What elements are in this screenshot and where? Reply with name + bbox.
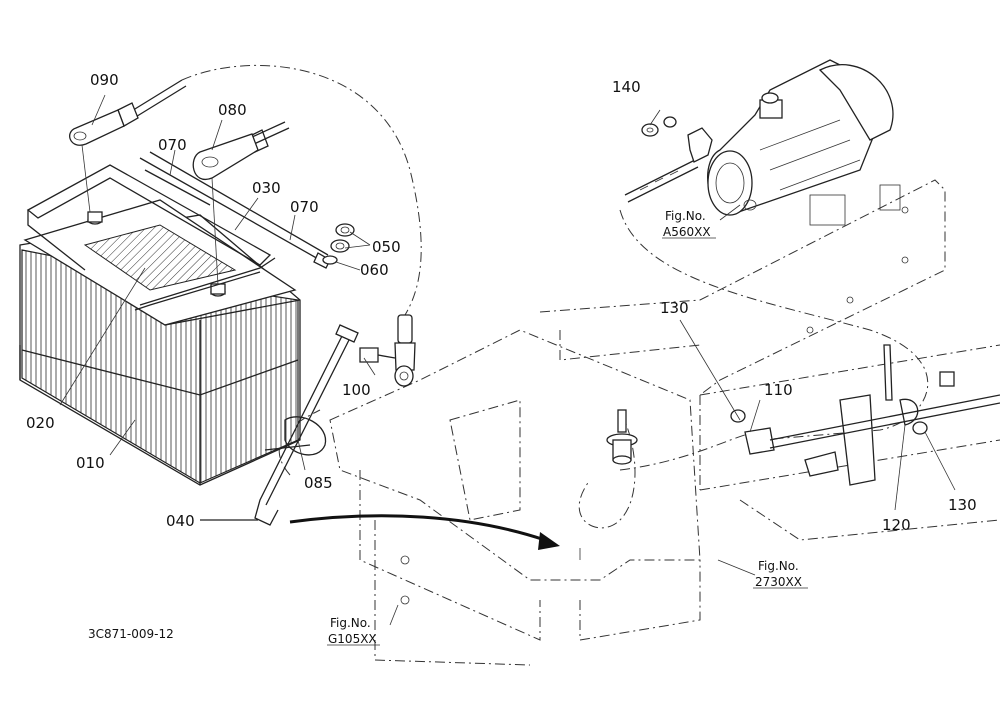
label-040: 040 bbox=[166, 512, 195, 530]
ground-terminal bbox=[359, 314, 416, 387]
label-085: 085 bbox=[304, 474, 333, 492]
frame-outline bbox=[329, 179, 1000, 666]
nuts-washers bbox=[322, 223, 355, 265]
harness-clamps bbox=[730, 344, 1000, 486]
leader-lines bbox=[59, 94, 956, 646]
positive-cable-terminal bbox=[69, 79, 187, 213]
negative-cable-terminal bbox=[192, 121, 290, 286]
label-070-a: 070 bbox=[158, 136, 187, 154]
label-080: 080 bbox=[218, 101, 247, 119]
label-110: 110 bbox=[764, 381, 793, 399]
figref-g105-title: Fig.No. bbox=[330, 616, 371, 630]
figref-a560-title: Fig.No. bbox=[665, 209, 706, 223]
figref-2730-title: Fig.No. bbox=[758, 559, 799, 573]
label-130-a: 130 bbox=[660, 299, 689, 317]
label-060: 060 bbox=[360, 261, 389, 279]
label-050: 050 bbox=[372, 238, 401, 256]
frame-stud bbox=[606, 409, 638, 465]
label-010: 010 bbox=[76, 454, 105, 472]
figref-g105-code: G105XX bbox=[328, 632, 377, 646]
label-140: 140 bbox=[612, 78, 641, 96]
mount-arrow bbox=[289, 514, 581, 560]
label-120: 120 bbox=[882, 516, 911, 534]
label-100: 100 bbox=[342, 381, 371, 399]
label-090: 090 bbox=[90, 71, 119, 89]
battery-holder bbox=[26, 164, 276, 311]
label-020: 020 bbox=[26, 414, 55, 432]
label-030: 030 bbox=[252, 179, 281, 197]
figref-2730-code: 2730XX bbox=[755, 575, 802, 589]
label-070-b: 070 bbox=[290, 198, 319, 216]
battery bbox=[19, 199, 301, 486]
ground-rod bbox=[200, 324, 359, 526]
label-130-b: 130 bbox=[948, 496, 977, 514]
drawing-id: 3C871-009-12 bbox=[88, 627, 174, 641]
starter-motor bbox=[624, 59, 894, 216]
figref-a560-code: A560XX bbox=[663, 225, 711, 239]
